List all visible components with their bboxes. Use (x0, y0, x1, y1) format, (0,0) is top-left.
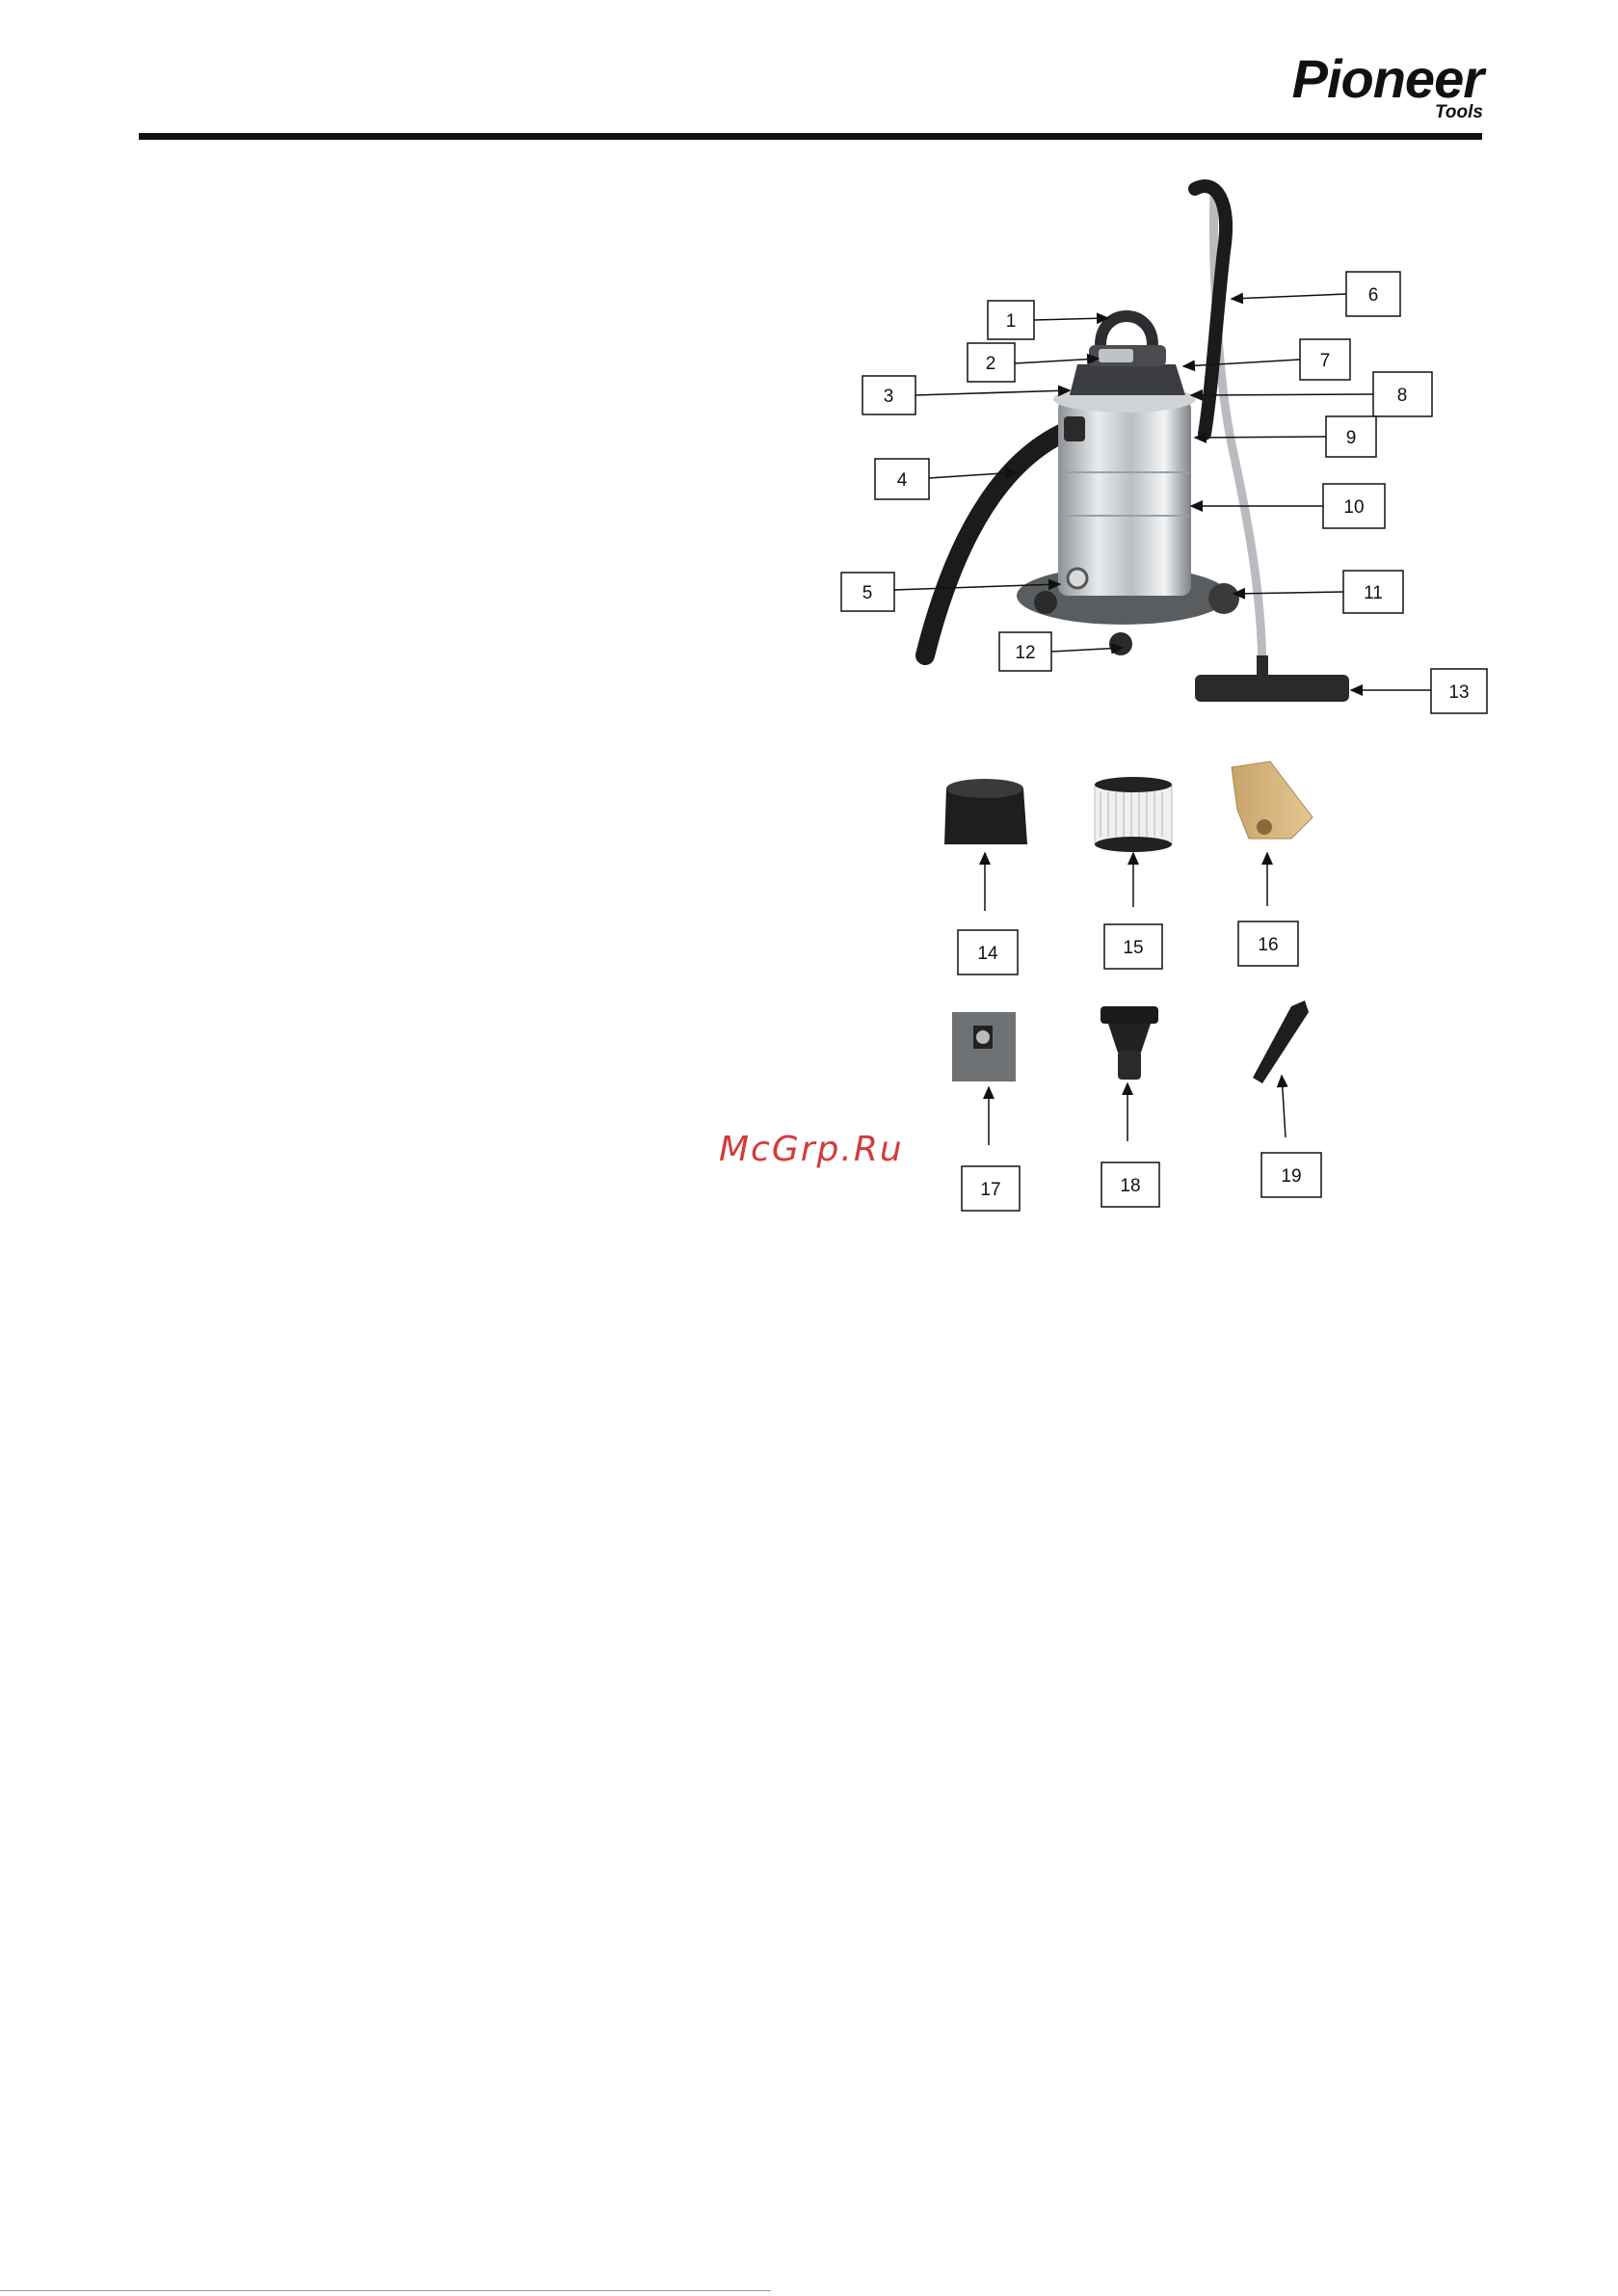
footer-rule (0, 2290, 771, 2291)
callout-17: 17 (980, 1180, 1000, 1200)
vacuum-cleaner-image (925, 186, 1349, 702)
wheel-image (1208, 583, 1239, 614)
callout-9: 9 (1346, 428, 1357, 448)
watermark: McGrp.Ru (719, 1130, 904, 1169)
cloth-dust-bag-image (952, 1012, 1016, 1081)
callout-5: 5 (862, 583, 873, 603)
paper-dust-bag-image (1232, 761, 1313, 839)
callout-13: 13 (1448, 682, 1469, 703)
callout-2: 2 (986, 354, 996, 374)
callout-1: 1 (1006, 311, 1017, 332)
callout-8: 8 (1397, 386, 1408, 406)
callout-18: 18 (1120, 1176, 1140, 1196)
callout-19: 19 (1281, 1166, 1301, 1187)
callout-3: 3 (884, 387, 894, 407)
callout-15: 15 (1123, 938, 1143, 958)
callout-7: 7 (1320, 351, 1331, 371)
floor-nozzle-image (1195, 675, 1349, 702)
callout-6: 6 (1368, 285, 1379, 306)
callout-4: 4 (897, 470, 908, 491)
crevice-nozzle-image (1253, 1001, 1309, 1083)
callout-11: 11 (1364, 583, 1383, 603)
callout-10: 10 (1343, 497, 1364, 518)
cartridge-filter-image (1095, 777, 1172, 852)
callout-12: 12 (1015, 643, 1035, 663)
carry-handle-image (1101, 316, 1153, 345)
foam-filter-image (944, 779, 1027, 844)
callout-14: 14 (977, 944, 998, 964)
hose-image (925, 426, 1079, 655)
callout-16: 16 (1258, 935, 1278, 955)
round-brush-nozzle-image (1101, 1006, 1158, 1080)
